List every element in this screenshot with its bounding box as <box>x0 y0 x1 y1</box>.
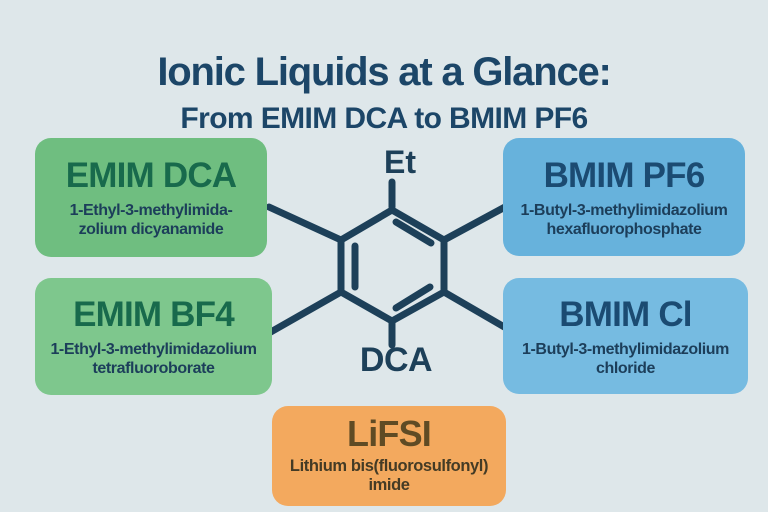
card-emim-bf4: EMIM BF4 1-Ethyl-3-methylimidazolium tet… <box>35 278 272 395</box>
card-lifsi-description: Lithium bis(fluorosulfonyl) imide <box>272 457 506 495</box>
page-title: Ionic Liquids at a Glance: <box>157 49 612 94</box>
desc-line-2: zolium dicyanamide <box>78 221 224 238</box>
bond-to-emim-dca <box>265 203 345 244</box>
card-emim-dca: EMIM DCA 1-Ethyl-3-methylimida- zolium d… <box>35 138 267 257</box>
bond-to-emim-bf4 <box>265 288 345 337</box>
card-bmim-cl: BMIM Cl 1-Butyl-3-methylimidazolium chlo… <box>503 278 748 394</box>
desc-line-1: 1-Ethyl-3-methylimida- <box>69 202 233 219</box>
desc-line-2: chloride <box>595 360 656 377</box>
page-subtitle: From EMIM DCA to BMIM PF6 <box>180 101 588 135</box>
card-bmim-pf6-title: BMIM PF6 <box>543 156 706 195</box>
desc-line-2: imide <box>368 476 410 494</box>
inner-bond-topright <box>392 218 435 247</box>
dca-substituent-label: DCA <box>359 341 433 379</box>
card-emim-dca-title: EMIM DCA <box>65 156 237 195</box>
card-lifsi-title: LiFSI <box>347 413 432 454</box>
card-emim-bf4-description: 1-Ethyl-3-methylimidazolium tetrafluorob… <box>35 340 272 378</box>
desc-line-2: tetrafluoroborate <box>92 360 215 377</box>
desc-line-2: hexafluorophosphate <box>546 221 702 238</box>
desc-line-1: 1-Ethyl-3-methylimidazolium <box>50 341 257 358</box>
ethyl-substituent-label: Et <box>384 144 416 180</box>
desc-line-1: Lithium bis(fluorosulfonyl) <box>289 457 489 475</box>
card-bmim-cl-title: BMIM Cl <box>559 295 692 334</box>
bond-to-bmim-pf6 <box>440 203 509 244</box>
card-bmim-cl-description: 1-Butyl-3-methylimidazolium chloride <box>503 340 748 378</box>
card-bmim-pf6: BMIM PF6 1-Butyl-3-methylimidazolium hex… <box>503 138 745 256</box>
desc-line-1: 1-Butyl-3-methylimidazolium <box>521 341 729 358</box>
card-emim-dca-description: 1-Ethyl-3-methylimida- zolium dicyanamid… <box>35 201 267 239</box>
card-bmim-pf6-description: 1-Butyl-3-methylimidazolium hexafluoroph… <box>503 201 745 239</box>
desc-line-1: 1-Butyl-3-methylimidazolium <box>520 202 728 219</box>
card-emim-bf4-title: EMIM BF4 <box>73 295 235 334</box>
card-lifsi: LiFSI Lithium bis(fluorosulfonyl) imide <box>272 406 506 506</box>
inner-bond-bottomright <box>392 283 434 312</box>
bond-to-bmim-cl <box>440 288 510 332</box>
